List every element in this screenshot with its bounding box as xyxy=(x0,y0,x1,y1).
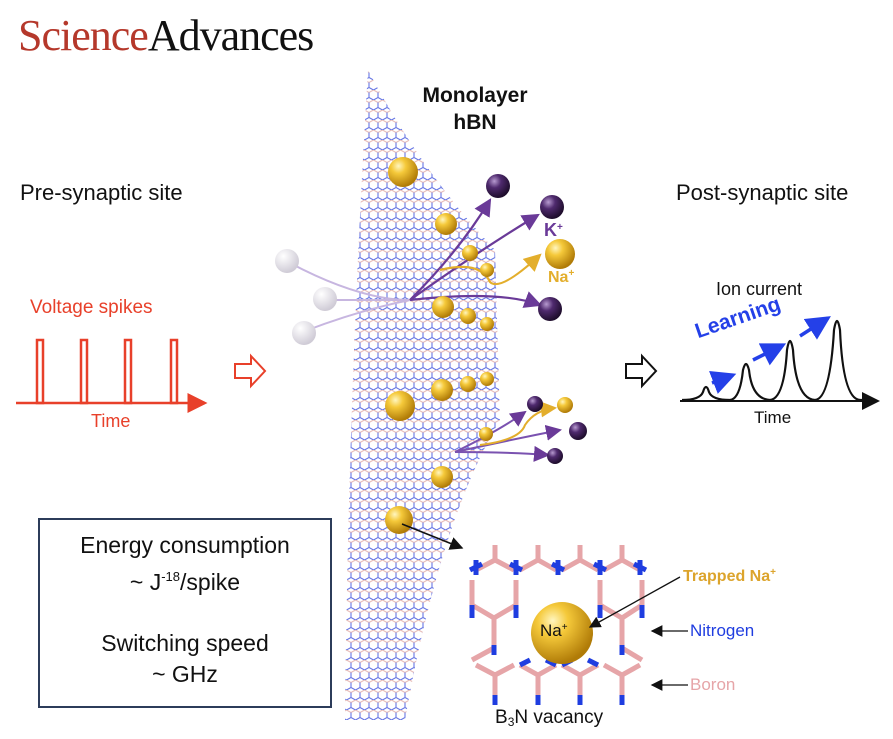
speed-title: Switching speed xyxy=(101,630,269,656)
trapped-na-ion xyxy=(531,602,593,664)
spike xyxy=(79,338,89,405)
membrane-label-line2: hBN xyxy=(453,111,497,134)
potassium-symbol: K xyxy=(544,220,557,240)
membrane-label-line1: Monolayer xyxy=(422,84,528,107)
learning-arrow xyxy=(752,343,787,366)
trapped-na-label: Trapped Na+ xyxy=(683,567,776,586)
trapped-label-pointer xyxy=(588,576,681,628)
energy-prefix: ~ J xyxy=(129,569,162,595)
speed-value: ~ GHz xyxy=(152,661,218,687)
inset-ion-symbol: Na xyxy=(540,621,562,640)
pre-synaptic-title: Pre-synaptic site xyxy=(20,180,183,205)
potassium-label: K+ xyxy=(544,220,563,241)
charge: + xyxy=(568,268,575,279)
charge: + xyxy=(561,622,568,633)
voltage-spikes-label: Voltage spikes xyxy=(30,297,153,318)
inset-ion-label: Na+ xyxy=(540,621,568,641)
sodium-label: Na+ xyxy=(548,268,574,287)
sodium-symbol: Na xyxy=(548,269,569,286)
learning-arrow xyxy=(709,371,737,394)
energy-suffix: /spike xyxy=(180,569,241,595)
journal-logo: ScienceAdvances xyxy=(18,10,314,62)
incoming-ions xyxy=(275,249,411,345)
b3n-vacancy-lattice xyxy=(468,545,648,705)
boron-label: Boron xyxy=(690,675,736,694)
trapped-sodium-ions xyxy=(385,157,494,534)
ion-sphere xyxy=(313,287,337,311)
caption-subscript: 3 xyxy=(507,715,515,729)
inset-pointer xyxy=(401,523,464,550)
post-time-label: Time xyxy=(754,408,792,427)
outgoing-ions xyxy=(486,174,587,464)
nitrogen-label: Nitrogen xyxy=(690,621,755,640)
caption-suffix: N vacancy xyxy=(514,707,604,728)
flow-arrow-icon xyxy=(625,353,658,389)
spike xyxy=(35,338,45,405)
ion-trajectories-bottom xyxy=(454,401,562,462)
ion-current-trace xyxy=(680,316,880,410)
hbn-membrane xyxy=(345,70,500,720)
vacancy-caption: B3N vacancy xyxy=(495,707,603,729)
spike xyxy=(169,338,179,405)
membrane-label: Monolayer hBN xyxy=(415,82,535,136)
charge: + xyxy=(557,222,563,233)
post-synaptic-title: Post-synaptic site xyxy=(676,180,849,205)
flow-arrow-icon xyxy=(234,353,267,389)
specs-box: Energy consumption ~ J-18/spike Switchin… xyxy=(38,518,332,708)
voltage-spike-train xyxy=(16,338,208,413)
charge: + xyxy=(770,567,776,578)
logo-advances: Advances xyxy=(147,11,314,60)
caption-prefix: B xyxy=(495,707,508,728)
trapped-text: Trapped Na xyxy=(683,568,771,585)
ion-current-label: Ion current xyxy=(716,279,803,299)
logo-science: Science xyxy=(18,11,149,60)
learning-arrow xyxy=(799,316,831,340)
energy-title: Energy consumption xyxy=(80,532,290,558)
pre-time-label: Time xyxy=(91,411,131,431)
spike xyxy=(123,338,133,405)
energy-value: ~ J-18/spike xyxy=(40,561,330,598)
ion-sphere xyxy=(275,249,299,273)
energy-exponent: -18 xyxy=(161,569,181,584)
ion-sphere xyxy=(292,321,316,345)
